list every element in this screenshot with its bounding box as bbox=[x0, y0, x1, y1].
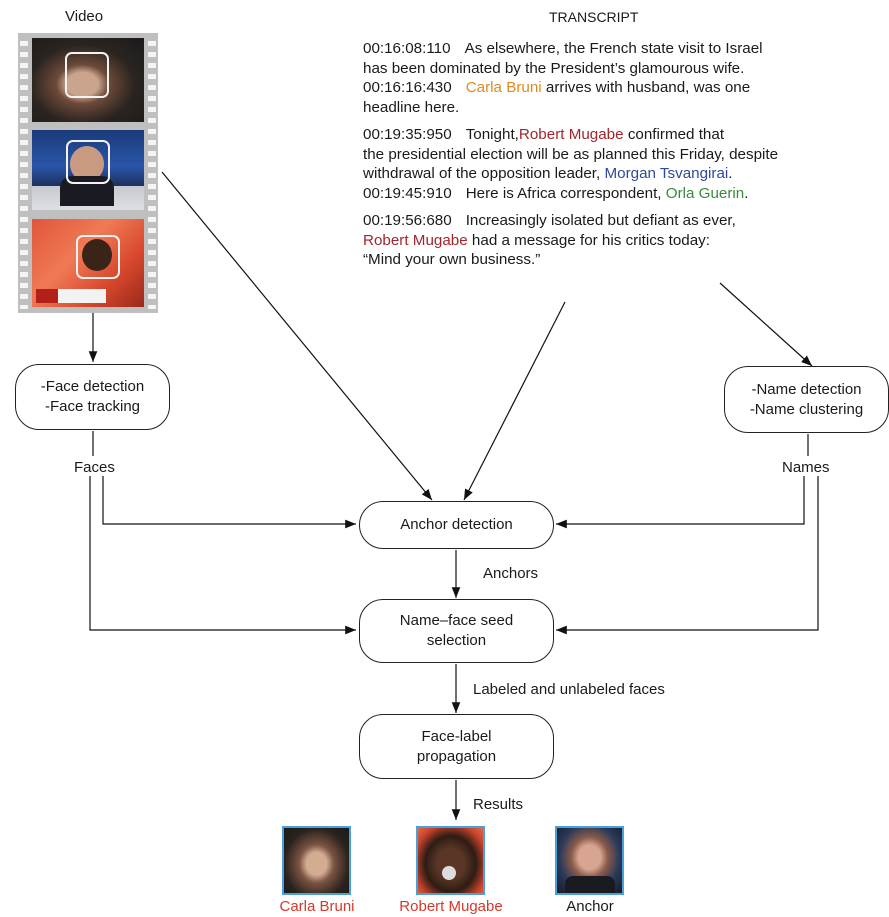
timestamp: 00:16:08:110 bbox=[363, 40, 451, 57]
arrow-video-to-anchor bbox=[161, 171, 433, 501]
face-box-3 bbox=[76, 235, 120, 279]
arrow-transcript-to-anchor bbox=[463, 301, 566, 501]
timestamp: 00:16:16:430 bbox=[363, 79, 452, 96]
face-box-2 bbox=[66, 140, 110, 184]
name-detection-box: -Name detection-Name clustering bbox=[724, 366, 889, 433]
video-label: Video bbox=[65, 8, 104, 25]
names-label: Names bbox=[782, 459, 830, 476]
timestamp: 00:19:56:680 bbox=[363, 212, 452, 229]
arrow-names-to-anchor bbox=[556, 476, 805, 529]
video-frame-1 bbox=[32, 38, 144, 122]
name-mention-carla-bruni: Carla Bruni bbox=[465, 79, 542, 96]
video-film-strip bbox=[18, 33, 158, 313]
anchor-detection-box: Anchor detection bbox=[359, 501, 554, 549]
arrow-faces-to-seed bbox=[89, 476, 356, 635]
transcript-heading: TRANSCRIPT bbox=[549, 9, 639, 25]
name-mention-morgan-tsvangirai: Morgan Tsvangirai bbox=[604, 165, 729, 182]
result-thumb-robert-mugabe bbox=[416, 826, 485, 895]
anchors-label: Anchors bbox=[483, 565, 539, 582]
faces-label: Faces bbox=[74, 459, 115, 476]
name-mention-robert-mugabe: Robert Mugabe bbox=[363, 231, 468, 249]
labeled-faces-label: Labeled and unlabeled faces bbox=[473, 681, 665, 698]
arrow-transcript-to-name-detection bbox=[719, 282, 813, 367]
timestamp: 00:19:45:910 bbox=[363, 184, 452, 202]
video-frame-2 bbox=[32, 130, 144, 210]
result-thumb-carla-bruni bbox=[282, 826, 351, 895]
result-caption-robert-mugabe: Robert Mugabe bbox=[399, 898, 503, 915]
timestamp: 00:19:35:950 bbox=[363, 126, 452, 143]
arrow-names-to-seed bbox=[556, 476, 819, 635]
arrow-faces-to-anchor bbox=[102, 476, 356, 529]
face-detection-box: -Face detection-Face tracking bbox=[15, 364, 170, 430]
name-mention-robert-mugabe: Robert Mugabe bbox=[518, 126, 624, 143]
result-caption-anchor: Anchor bbox=[566, 898, 614, 915]
name-mention-orla-guerin: Orla Guerin bbox=[665, 184, 745, 202]
video-frame-3 bbox=[32, 219, 144, 307]
results-label: Results bbox=[473, 796, 524, 813]
result-caption-carla-bruni: Carla Bruni bbox=[279, 898, 355, 915]
face-box-1 bbox=[65, 52, 109, 98]
result-thumb-anchor bbox=[555, 826, 624, 895]
